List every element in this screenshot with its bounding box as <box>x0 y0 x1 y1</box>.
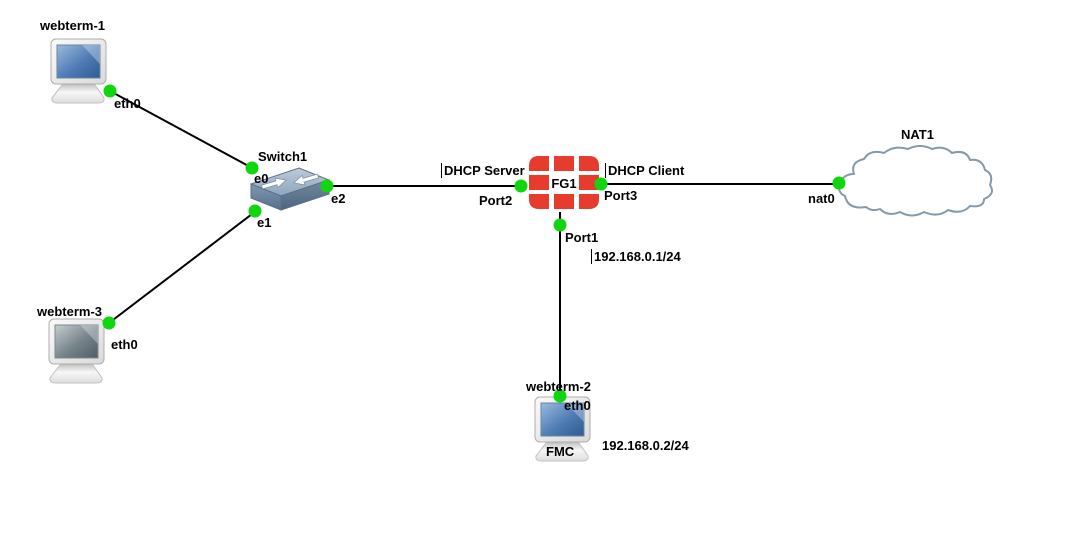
firewall-icon <box>529 156 599 209</box>
port-status-dot <box>514 179 528 193</box>
port-label-e1: e1 <box>257 215 272 230</box>
port-label-nat0: nat0 <box>808 191 835 206</box>
ethernet-switch-icon <box>250 167 330 211</box>
port-label-webterm3-eth0: eth0 <box>111 337 138 352</box>
link-webterm1-switch1[interactable] <box>109 90 255 170</box>
label-fg1: FG1 <box>551 176 577 191</box>
port-status-dot <box>248 204 262 218</box>
link-webterm3-switch1[interactable] <box>108 210 257 324</box>
node-webterm-3[interactable] <box>42 318 110 384</box>
annotation-dhcp-client: DHCP Client <box>605 163 684 178</box>
annotation-dhcp-server: DHCP Server <box>441 163 525 178</box>
port-status-dot <box>594 177 608 191</box>
annotation-fmc: FMC <box>546 444 575 459</box>
port-status-dot <box>245 161 259 175</box>
port-status-dot <box>553 218 567 232</box>
label-webterm-1: webterm-1 <box>40 18 106 33</box>
annotation-fmc-ip: 192.168.0.2/24 <box>602 438 689 453</box>
node-fg1[interactable] <box>527 154 601 211</box>
computer-icon <box>50 38 107 104</box>
port-label-port2: Port2 <box>479 193 513 208</box>
port-label-webterm1-eth0: eth0 <box>114 96 141 111</box>
port-status-dot <box>103 84 117 98</box>
computer-icon <box>534 396 591 462</box>
label-webterm-2: webterm-2 <box>526 379 592 394</box>
node-switch1[interactable] <box>250 166 330 212</box>
node-webterm-2[interactable] <box>528 396 596 462</box>
port-label-e2: e2 <box>331 191 346 206</box>
port-label-port1: Port1 <box>565 230 599 245</box>
cloud-icon <box>838 145 993 217</box>
port-label-webterm2-eth0: eth0 <box>564 398 591 413</box>
label-webterm-3: webterm-3 <box>37 304 103 319</box>
port-label-e0: e0 <box>254 171 269 186</box>
computer-icon <box>48 318 105 384</box>
label-nat1: NAT1 <box>901 127 934 142</box>
node-nat1[interactable] <box>838 144 996 222</box>
port-status-dot <box>320 179 334 193</box>
annotation-fg1-ip: 192.168.0.1/24 <box>591 249 681 264</box>
port-status-dot <box>102 316 116 330</box>
label-switch1: Switch1 <box>258 149 308 164</box>
port-status-dot <box>553 389 567 403</box>
port-status-dot <box>832 176 846 190</box>
port-label-port3: Port3 <box>604 188 638 203</box>
node-webterm-1[interactable] <box>44 38 112 104</box>
